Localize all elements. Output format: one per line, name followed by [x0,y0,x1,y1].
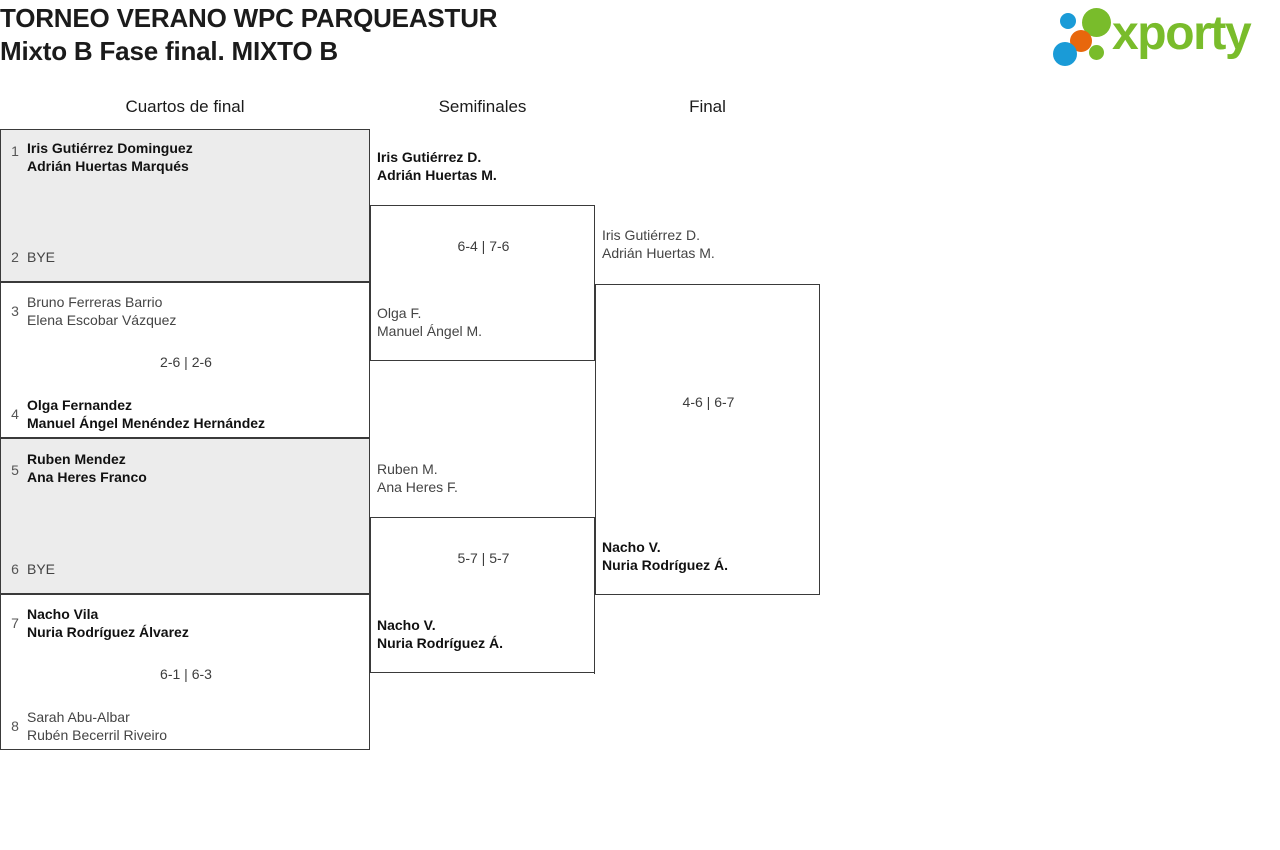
logo-dot-blue-large [1053,42,1077,66]
team-player-1: Ruben Mendez [27,451,126,467]
match-score: 2-6 | 2-6 [160,354,212,370]
team-player-1: Sarah Abu-Albar [27,709,130,725]
logo-dot-blue-small [1060,13,1076,29]
team-player-2: Rubén Becerril Riveiro [27,727,168,743]
page-header: TORNEO VERANO WPC PARQUEASTUR Mixto B Fa… [0,0,1280,82]
connector-sf-2-top [369,441,370,518]
team-sf-2-top: Ruben M. Ana Heres F. [377,460,458,496]
match-sf-1[interactable]: 6-4 | 7-6 [370,205,595,361]
match-score: 4-6 | 6-7 [682,394,735,410]
tournament-subtitle: Mixto B Fase final. MIXTO B [0,36,338,66]
connector-final-top [594,205,595,285]
team-final-bottom: Nacho V. Nuria Rodríguez Á. [602,538,728,574]
team-bottom: BYE [27,248,55,266]
match-score: 5-7 | 5-7 [457,550,510,566]
team-player-1: Iris Gutiérrez D. [602,227,701,243]
logo-dot-orange [1070,30,1092,52]
page-title: TORNEO VERANO WPC PARQUEASTUR Mixto B Fa… [0,2,498,68]
seed-number: 1 [11,143,19,159]
team-player-2: Nuria Rodríguez Á. [377,635,504,651]
team-player-1: Olga Fernandez [27,397,133,413]
match-score: 6-4 | 7-6 [457,238,510,254]
xporty-logo[interactable]: xporty [1050,6,1276,66]
team-player-2: Nuria Rodríguez Álvarez [27,624,189,640]
team-player-2: Manuel Ángel Menéndez Hernández [27,415,266,431]
team-player-1: Nacho Vila [27,606,99,622]
connector-final-bottom [594,594,595,674]
seed-number: 2 [11,249,19,265]
team-player-2: Manuel Ángel M. [377,323,483,339]
team-top: Bruno Ferreras Barrio Elena Escobar Vázq… [27,293,176,329]
seed-number: 6 [11,561,19,577]
round-header-final: Final [689,97,726,116]
team-player-1: Nacho V. [602,539,661,555]
logo-dot-green-small [1089,45,1104,60]
team-player-1: Nacho V. [377,617,436,633]
connector-sf-1-top [369,129,370,206]
connector-sf-2-bottom [369,672,370,750]
tournament-title: TORNEO VERANO WPC PARQUEASTUR [0,3,498,33]
team-player-1: Ruben M. [377,461,438,477]
team-player-2: Adrián Huertas M. [602,245,715,261]
match-final[interactable]: 4-6 | 6-7 [595,284,820,595]
round-header-quarterfinals: Cuartos de final [125,97,245,116]
team-player-2: Nuria Rodríguez Á. [602,557,729,573]
team-player-1: BYE [27,561,56,577]
team-sf-1-top: Iris Gutiérrez D. Adrián Huertas M. [377,148,497,184]
team-player-2: Ana Heres F. [377,479,458,495]
seed-number: 5 [11,462,19,478]
team-top: Iris Gutiérrez Dominguez Adrián Huertas … [27,139,193,175]
round-header-semifinals: Semifinales [438,97,527,116]
team-sf-1-bottom: Olga F. Manuel Ángel M. [377,304,482,340]
team-bottom: Sarah Abu-Albar Rubén Becerril Riveiro [27,708,167,744]
team-player-1: Bruno Ferreras Barrio [27,294,163,310]
seed-number: 3 [11,303,19,319]
team-bottom: Olga Fernandez Manuel Ángel Menéndez Her… [27,396,265,432]
seed-number: 4 [11,406,19,422]
logo-wordmark: xporty [1112,7,1252,60]
match-sf-2[interactable]: 5-7 | 5-7 [370,517,595,673]
seed-number: 8 [11,718,19,734]
match-qf-1[interactable]: 1 Iris Gutiérrez Dominguez Adrián Huerta… [0,129,370,282]
seed-number: 7 [11,615,19,631]
team-final-top: Iris Gutiérrez D. Adrián Huertas M. [602,226,715,262]
team-player-1: Iris Gutiérrez D. [377,149,482,165]
team-player-1: Olga F. [377,305,422,321]
match-score: 6-1 | 6-3 [160,666,212,682]
match-qf-3[interactable]: 5 Ruben Mendez Ana Heres Franco 6 BYE [0,438,370,594]
connector-sf-1-bottom [369,360,370,438]
team-player-2: Elena Escobar Vázquez [27,312,177,328]
team-bottom: BYE [27,560,55,578]
team-player-2: Ana Heres Franco [27,469,147,485]
team-player-2: Adrián Huertas Marqués [27,158,189,174]
match-qf-4[interactable]: 7 Nacho Vila Nuria Rodríguez Álvarez 8 S… [0,594,370,750]
match-qf-2[interactable]: 3 Bruno Ferreras Barrio Elena Escobar Vá… [0,282,370,438]
team-player-1: BYE [27,249,56,265]
team-top: Nacho Vila Nuria Rodríguez Álvarez [27,605,189,641]
team-player-2: Adrián Huertas M. [377,167,497,183]
team-sf-2-bottom: Nacho V. Nuria Rodríguez Á. [377,616,503,652]
team-top: Ruben Mendez Ana Heres Franco [27,450,147,486]
team-player-1: Iris Gutiérrez Dominguez [27,140,193,156]
